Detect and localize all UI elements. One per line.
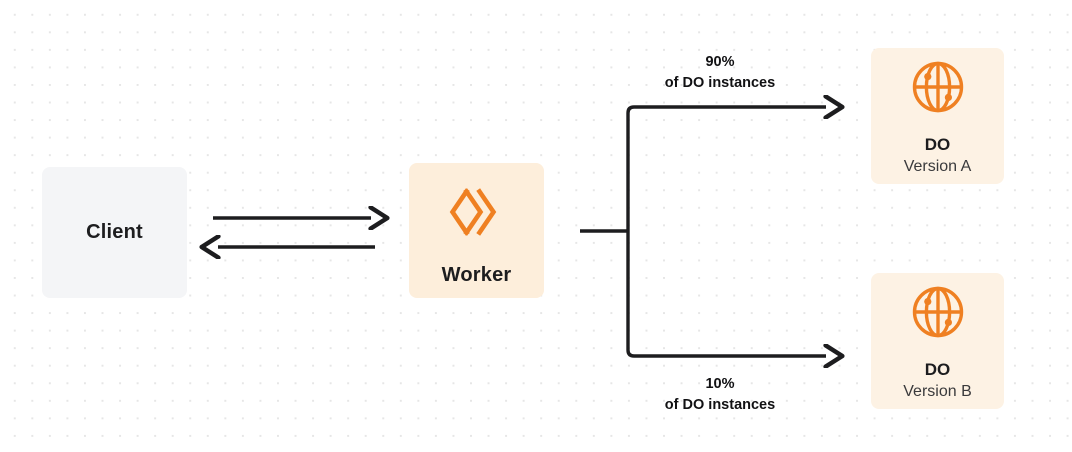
edge-label-do-b-description: of DO instances	[664, 397, 776, 414]
edge-label-do-b: 10% of DO instances	[620, 374, 820, 416]
durable-object-globe-icon	[910, 59, 966, 120]
edge-worker-to-do-b	[626, 231, 826, 356]
edge-worker-to-do-a	[626, 107, 826, 231]
edge-label-do-b-percent: 10%	[705, 376, 735, 392]
node-do-version-b[interactable]: DO Version B	[871, 273, 1004, 409]
edge-label-do-a: 90% of DO instances	[620, 52, 820, 94]
edge-label-do-a-description: of DO instances	[664, 75, 776, 92]
edge-label-do-a-percent: 90%	[705, 54, 735, 70]
worker-label: Worker	[441, 263, 512, 286]
client-label: Client	[86, 221, 143, 243]
node-worker[interactable]: Worker	[409, 163, 544, 298]
do-a-subtitle: Version A	[903, 157, 972, 175]
do-b-title: DO	[924, 359, 951, 379]
node-client[interactable]: Client	[42, 167, 187, 298]
node-do-version-a[interactable]: DO Version A	[871, 48, 1004, 184]
do-b-subtitle: Version B	[903, 382, 972, 400]
cloudflare-workers-icon	[446, 181, 508, 248]
durable-object-globe-icon	[910, 284, 966, 345]
do-a-title: DO	[924, 134, 951, 154]
